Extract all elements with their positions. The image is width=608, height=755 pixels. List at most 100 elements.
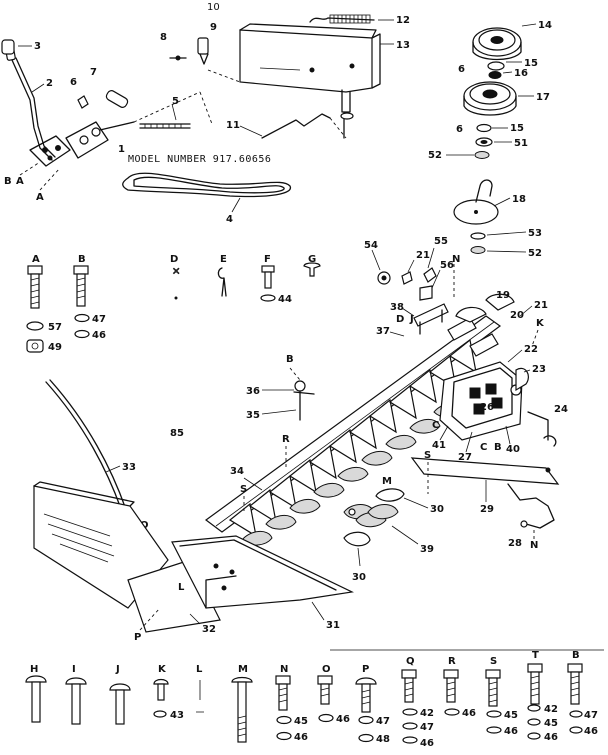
callout-1: 1 [118,144,125,155]
hw-top-label-3: E [220,254,227,265]
callout-12: 12 [396,15,410,26]
drive-belt-part-4 [122,172,291,198]
callout-36: 36 [246,386,260,397]
letter-a-2: A [36,192,44,203]
hw-bot-label-13: B [572,650,580,661]
hw-bot-extra-12-0: 42 [544,704,558,715]
hw-top-extra-1-0: 47 [92,314,106,325]
nut-part-51 [475,137,493,147]
washer-part-15 [487,61,505,71]
callout-5: 5 [172,96,179,107]
washer-part-52 [474,151,490,159]
hw-bot-extra-6-0: 45 [294,716,308,727]
bracket-part-38 [413,303,449,335]
letter-c-2: C [480,442,487,453]
callout-13: 13 [396,40,410,51]
guard-part-30-a [375,488,405,502]
callout-53: 53 [528,228,542,239]
letter-a: A [16,176,24,187]
lever-grip-part-3 [1,39,15,55]
callout-54: 54 [364,240,378,251]
callout-52-b: 52 [528,248,542,259]
spring-part-5 [139,123,191,129]
hw-bot-label-7: O [322,664,331,675]
hw-bot-label-3: K [158,664,167,675]
hw-bot-label-5: M [238,664,248,675]
washer-part-15-b [476,123,492,133]
hw-top-extra-4-0: 44 [278,294,292,305]
callout-3: 3 [34,41,41,52]
callout-4: 4 [226,214,233,225]
link-part-7 [105,90,129,108]
letter-s-1: S [424,450,431,461]
callout-28: 28 [508,538,522,549]
callout-23: 23 [532,364,546,375]
letter-l-1: L [178,582,185,593]
page-marker: 10 [207,2,220,13]
guard-part-30-b [343,531,371,547]
callout-18: 18 [512,194,526,205]
callout-38: 38 [390,302,404,313]
letter-b: B [4,176,12,187]
frame-part-31 [171,535,355,609]
hw-top-label-0: A [32,254,40,265]
letter-c-1: C [432,420,439,431]
callout-14: 14 [538,20,552,31]
tension-spring-part-12 [309,14,375,24]
mounting-bracket-part-13 [239,23,381,139]
callout-32: 32 [202,624,216,635]
hw-bot-extra-9-0: 42 [420,708,434,719]
hw-bot-extra-8-1: 48 [376,734,390,745]
callout-19: 19 [496,290,510,301]
bushing-part-16 [488,71,502,79]
hw-bot-extra-9-2: 46 [420,738,434,749]
control-lever-part-2 [4,41,71,167]
bracket-part-1 [65,121,109,159]
pin-part-8 [169,55,187,61]
letter-r-1: R [282,434,290,445]
letter-s-2: S [240,484,247,495]
callout-8: 8 [160,32,167,43]
callout-55: 55 [434,236,448,247]
callout-6-b: 6 [458,64,465,75]
hw-bot-label-4: L [196,664,203,675]
callout-15-b: 15 [510,123,524,134]
hardware-row-top: A 57 49 B 47 46 D × E F 44 G [26,254,321,353]
callout-33: 33 [122,462,136,473]
hw-bot-extra-11-0: 45 [504,710,518,721]
letter-n-2: N [530,540,538,551]
letter-j-1: J [409,314,414,325]
hw-bot-extra-13-0: 47 [584,710,598,721]
callout-6-c: 6 [456,124,463,135]
callout-85: 85 [170,428,184,439]
callout-39: 39 [420,544,434,555]
callout-37: 37 [376,326,390,337]
callout-26: 26 [480,402,494,413]
hw-bot-extra-6-1: 46 [294,732,308,743]
knife-sections [228,338,477,538]
pulley-part-17 [463,81,517,116]
callout-6-a: 6 [70,77,77,88]
hardware-row-bottom: H I J K 43 L M N 45 46 O [25,650,598,749]
hw-top-extra-1-1: 46 [92,330,106,341]
bolt-part-9 [197,37,209,65]
hw-bot-label-0: H [30,664,38,675]
callout-34: 34 [230,466,244,477]
callout-21-a: 21 [416,250,430,261]
callout-30-b: 30 [352,572,366,583]
part-55 [423,267,437,283]
letter-n-1: N [452,254,460,265]
callout-27: 27 [458,452,472,463]
plate-part-29 [410,457,560,485]
callout-21-b: 21 [534,300,548,311]
clip-part-21 [401,271,413,285]
hw-bot-extra-8-0: 47 [376,716,390,727]
hw-bot-label-11: S [490,656,497,667]
callout-31: 31 [326,620,340,631]
callout-2: 2 [46,78,53,89]
hw-bot-extra-7-0: 46 [336,714,350,725]
callout-22: 22 [524,344,538,355]
hw-bot-label-10: R [448,656,456,667]
callout-15-a: 15 [524,58,538,69]
hw-bot-extra-13-1: 46 [584,726,598,737]
